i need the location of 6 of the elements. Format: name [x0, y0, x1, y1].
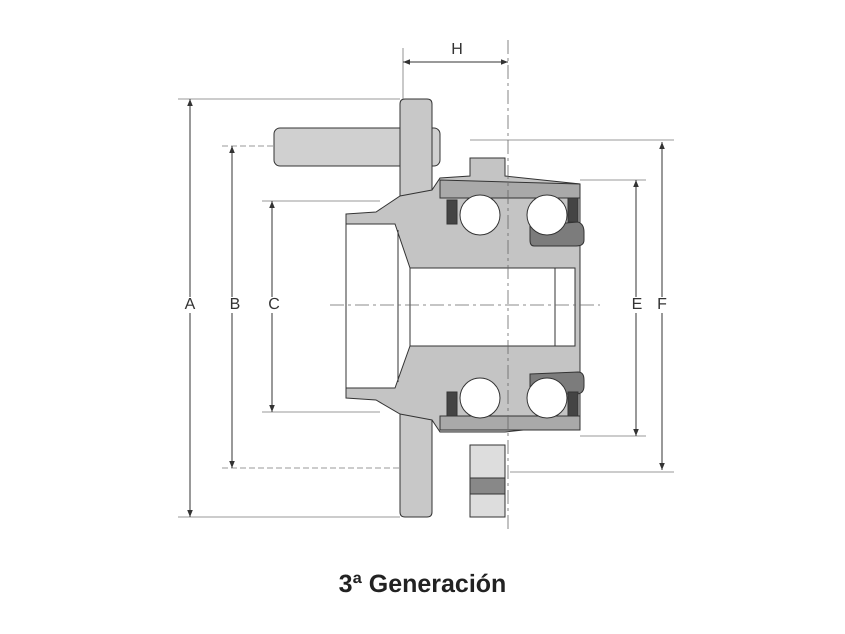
- dimension-label: F: [655, 297, 669, 313]
- dimension-label: E: [630, 297, 644, 313]
- dimension-label: B: [228, 297, 242, 313]
- dimension-label: C: [266, 297, 282, 313]
- dimension-label: A: [182, 297, 198, 313]
- caption: 3ª Generación: [338, 569, 506, 600]
